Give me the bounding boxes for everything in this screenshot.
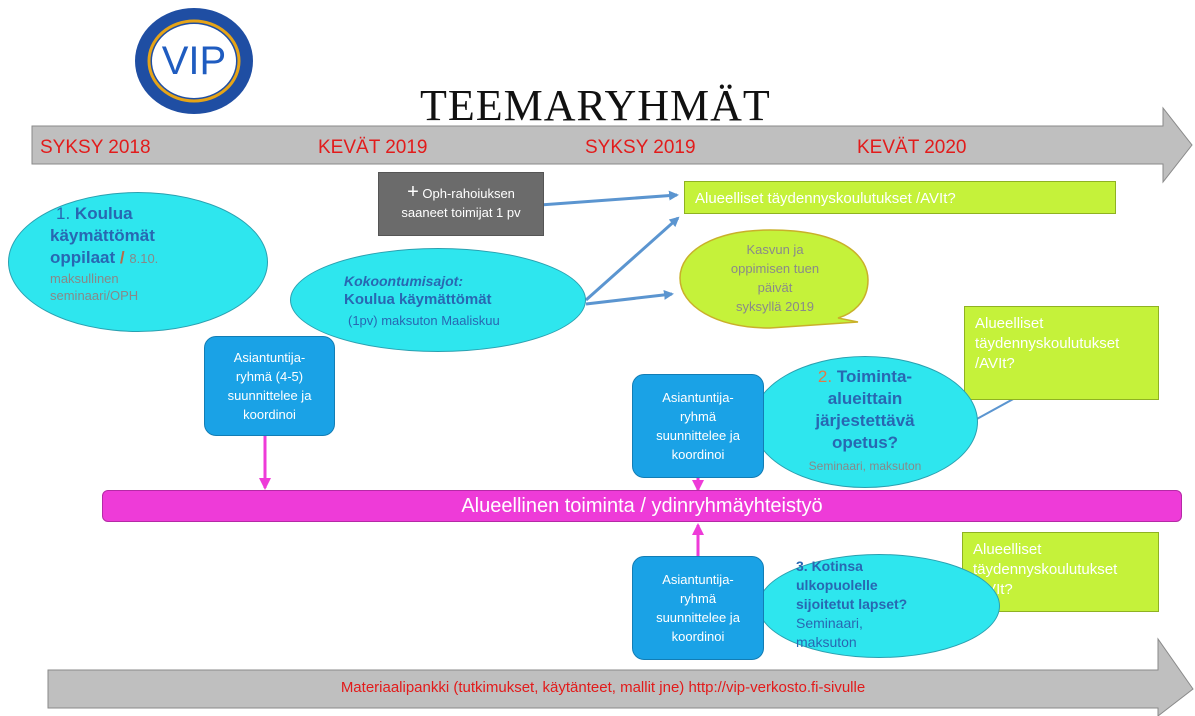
material-bank-arrow [47, 637, 1194, 716]
kokoontumis-line2: Koulua käymättömät [344, 291, 492, 308]
theme3-text: 3. Kotinsa ulkopuolelle sijoitetut lapse… [796, 557, 976, 652]
regional-mid-line1: Alueelliset [975, 315, 1044, 332]
theme3-line4: Seminaari, [796, 615, 863, 631]
expert-group-box-2: Asiantuntija- ryhmä suunnittelee ja koor… [632, 374, 764, 478]
theme3-line5: maksuton [796, 634, 857, 650]
expert1-line4: koordinoi [243, 407, 296, 422]
season-spring-2019: KEVÄT 2019 [318, 137, 428, 158]
expert1-line2: ryhmä (4-5) [235, 369, 304, 384]
theme1-slash: / [119, 248, 125, 267]
page-title: Teemaryhmät [420, 81, 771, 130]
theme1-line5: seminaari/OPH [50, 288, 139, 303]
expert3-line1: Asiantuntija- [662, 572, 734, 587]
kokoontumis-text: Kokoontumisajot: Koulua käymättömät (1pv… [322, 273, 572, 328]
kasvun-line2: oppimisen tuen [730, 261, 820, 276]
plus-icon: + [407, 181, 419, 203]
material-bank-label: Materiaalipankki (tutkimukset, käytäntee… [340, 679, 866, 696]
expert3-line2: ryhmä [679, 591, 717, 606]
theme1-text: 1. Koulua käymättömät oppilaat / 8.10. m… [50, 203, 250, 304]
expert-group-box-3: Asiantuntija- ryhmä suunnittelee ja koor… [632, 556, 764, 660]
regional-low-line3: /AVIt? [973, 580, 1148, 600]
vip-logo: VIP [133, 6, 255, 116]
logo-text: VIP [161, 39, 227, 83]
theme2-line3: järjestettävä [815, 411, 915, 430]
regional-cooperation-bar: Alueellinen toiminta / ydinryhmäyhteisty… [102, 490, 1182, 522]
oph-funded-box: + Oph-rahoiuksen saaneet toimijat 1 pv [378, 172, 544, 236]
expert2-line3: suunnittelee ja [656, 428, 740, 443]
theme1-line3: oppilaat [50, 248, 116, 267]
regional-bar-label: Alueellinen toiminta / ydinryhmäyhteisty… [461, 495, 823, 517]
theme2-line4: opetus? [831, 433, 899, 452]
kasvun-line4: syksyllä 2019 [735, 299, 815, 314]
expert2-line1: Asiantuntija- [662, 390, 734, 405]
expert3-line3: suunnittelee ja [656, 610, 740, 625]
theme3-line3: sijoitetut lapset? [796, 596, 908, 612]
theme2-number: 2. [817, 367, 833, 386]
regional-top-label: Alueelliset täydennyskoulutukset /AVIt? [695, 190, 956, 207]
regional-low-line2: täydennyskoulutukset [973, 561, 1118, 578]
theme3-ellipse [758, 554, 1000, 658]
expert2-line4: koordinoi [671, 447, 725, 462]
kokoontumis-line3: (1pv) maksuton Maaliskuu [348, 313, 500, 328]
kokoontumis-to-kasvun-connector [585, 289, 674, 306]
season-autumn-2019: SYKSY 2019 [585, 137, 696, 158]
theme1-line4: maksullinen [50, 271, 119, 286]
regional-mid-line3: /AVIt? [975, 355, 1015, 372]
theme3-line2: ulkopuolelle [796, 577, 878, 593]
regional-low-line1: Alueelliset [973, 541, 1042, 558]
kokoontumis-line1: Kokoontumisajot: [344, 273, 463, 289]
season-autumn-2018: SYKSY 2018 [40, 137, 151, 158]
theme1-line1: Koulua [74, 204, 133, 223]
theme1-ellipse [8, 192, 268, 332]
expert1-line3: suunnittelee ja [227, 388, 312, 403]
expert2-line2: ryhmä [679, 409, 717, 424]
theme2-line2: alueittain [827, 389, 903, 408]
kasvun-line3: päivät [757, 280, 793, 295]
kokoontumis-ellipse [290, 248, 586, 352]
oph-line1: Oph-rahoiuksen [422, 186, 515, 201]
expert-group-box-1: Asiantuntija- ryhmä (4-5) suunnittelee j… [204, 336, 335, 436]
regional-trainings-top: Alueelliset täydennyskoulutukset /AVIt? [684, 181, 1116, 214]
theme1-line2: käymättömät [50, 226, 155, 245]
theme1-number: 1. [56, 204, 71, 223]
theme2-text: 2. Toiminta- alueittain järjestettävä op… [770, 366, 960, 474]
regional-mid-line2: täydennyskoulutukset [975, 335, 1120, 352]
oph-line2: saaneet toimijat 1 pv [401, 205, 521, 220]
theme1-date: 8.10. [129, 251, 159, 266]
oph-to-regional-connector [539, 190, 679, 207]
theme3-line1: 3. Kotinsa [796, 558, 863, 574]
theme2-ellipse [752, 356, 978, 488]
kasvun-text: Kasvun ja oppimisen tuen päivät syksyllä… [700, 240, 850, 316]
theme2-line1: Toiminta- [836, 367, 913, 386]
expert3-line4: koordinoi [671, 629, 725, 644]
season-spring-2020: KEVÄT 2020 [857, 137, 967, 158]
kokoontumis-to-regional-connector [585, 216, 680, 302]
kasvun-line1: Kasvun ja [746, 242, 804, 257]
regional-trainings-mid: Alueelliset täydennyskoulutukset /AVIt? [964, 306, 1159, 400]
theme2-note: Seminaari, maksuton [808, 459, 922, 473]
expert1-line1: Asiantuntija- [233, 350, 306, 365]
